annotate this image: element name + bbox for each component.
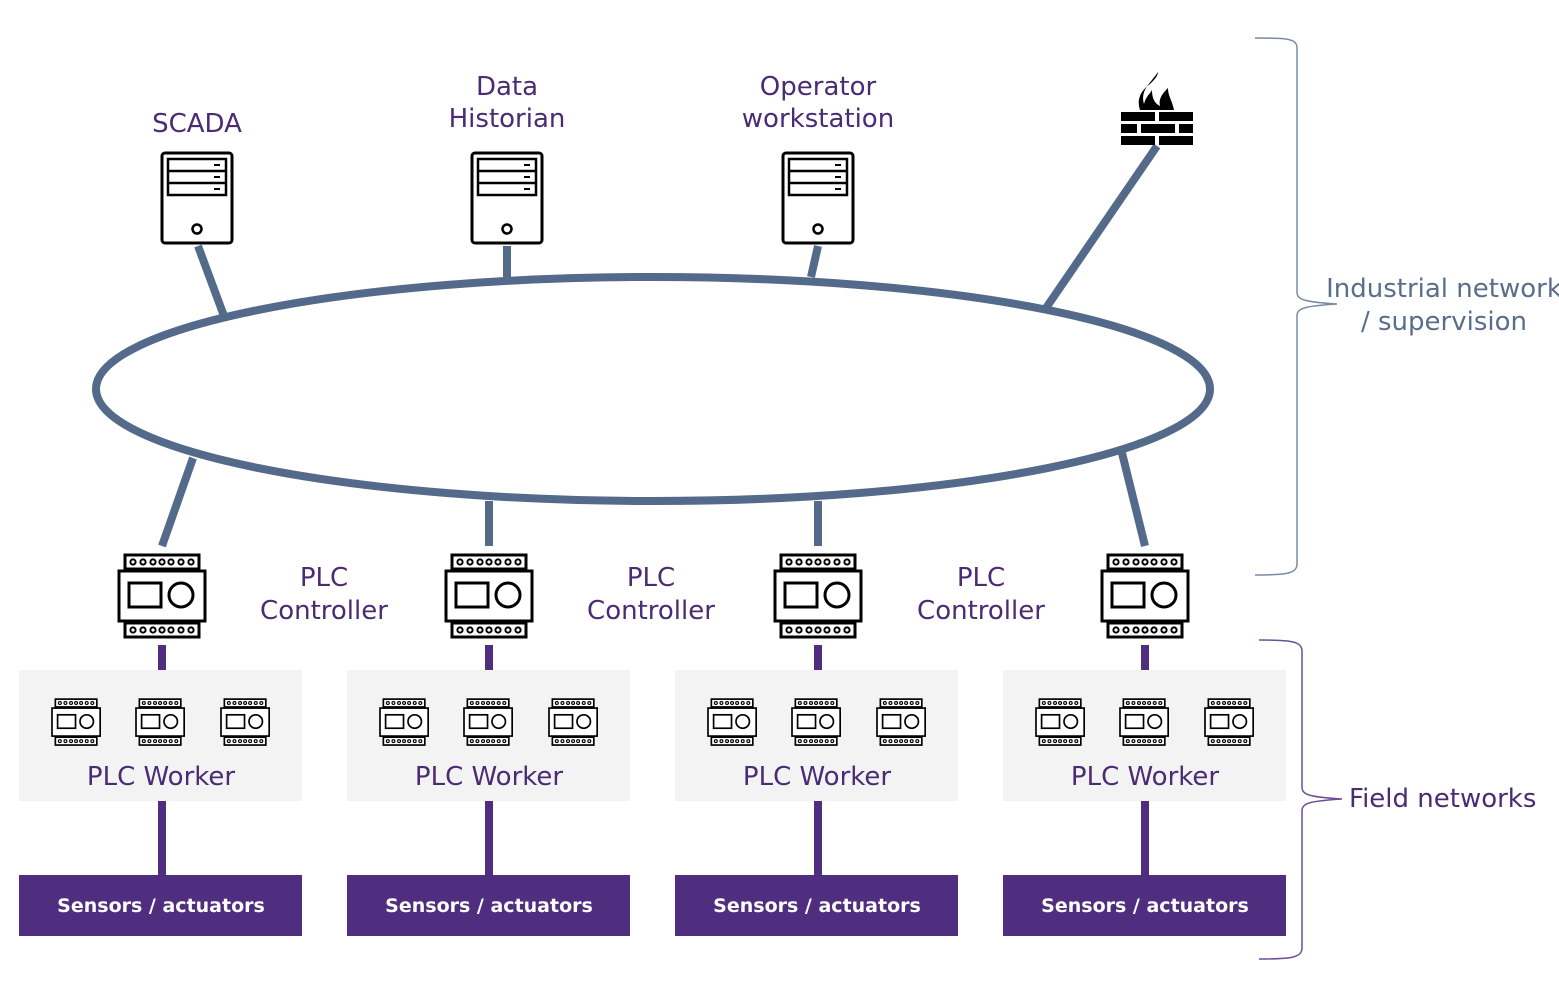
industrial-bracket <box>1254 37 1338 576</box>
plc-worker-icon <box>791 698 841 746</box>
sensors-box <box>347 875 630 936</box>
plc-worker-icon <box>379 698 430 746</box>
network-ring <box>92 273 1214 505</box>
controller-label: PLC Controller <box>587 563 715 626</box>
worker-group-3: PLC Worker Sensors / actuators <box>675 670 958 936</box>
server-scada: SCADA <box>152 109 242 245</box>
firewall-icon <box>1121 72 1193 145</box>
worker-label: PLC Worker <box>87 762 235 792</box>
sensors-label: Sensors / actuators <box>57 895 265 917</box>
operator-link <box>807 245 822 278</box>
field-label: Field networks <box>1349 784 1536 814</box>
controller-label-line: Controller <box>917 596 1045 626</box>
plc-controller-icon <box>444 553 534 639</box>
controller-4-link <box>1118 452 1149 547</box>
controller-label-line: Controller <box>587 596 715 626</box>
worker-label: PLC Worker <box>743 762 891 792</box>
sensors-label: Sensors / actuators <box>385 895 593 917</box>
sensors-box <box>1003 875 1286 936</box>
worker-label: PLC Worker <box>415 762 563 792</box>
server-label-line: workstation <box>742 104 894 134</box>
plc-controller-icon <box>117 553 207 639</box>
firewall-link <box>1042 143 1161 311</box>
server-label-line: Data <box>476 72 538 102</box>
network-connectors <box>158 143 1161 548</box>
worker-group-2: PLC Worker Sensors / actuators <box>347 670 630 936</box>
plc-worker-icon <box>51 698 102 746</box>
controller-label-line: PLC <box>627 563 675 593</box>
worker-group-1: PLC Worker Sensors / actuators <box>19 670 302 936</box>
controller-1-link <box>158 456 197 548</box>
sensors-box <box>675 875 958 936</box>
server-icon <box>781 151 855 245</box>
server-historian: Data Historian <box>449 72 566 245</box>
field-connectors <box>158 645 1149 875</box>
plc-worker-icon <box>876 698 926 746</box>
plc-worker-icon <box>135 698 186 746</box>
plc-controller-icon <box>1100 553 1190 639</box>
sensors-label: Sensors / actuators <box>713 895 921 917</box>
server-icon <box>470 151 544 245</box>
controller-label-line: PLC <box>957 563 1005 593</box>
server-label-line: SCADA <box>152 109 242 139</box>
controller-label-line: PLC <box>300 563 348 593</box>
server-label-line: Operator <box>760 72 877 102</box>
worker-label: PLC Worker <box>1071 762 1219 792</box>
server-operator: Operator workstation <box>742 72 894 245</box>
plc-worker-icon <box>220 698 271 746</box>
worker-group-4: PLC Worker Sensors / actuators <box>1003 670 1286 936</box>
scada-link <box>194 244 228 318</box>
controller-label: PLC Controller <box>260 563 388 626</box>
field-bracket <box>1258 639 1343 960</box>
server-label-line: Historian <box>449 104 566 134</box>
plc-worker-icon <box>707 698 757 746</box>
industrial-label-line: / supervision <box>1361 307 1527 337</box>
plc-controller-icon <box>773 553 863 639</box>
server-icon <box>160 151 234 245</box>
plc-worker-icon <box>548 698 598 746</box>
sensors-label: Sensors / actuators <box>1041 895 1249 917</box>
industrial-label-line: Industrial network <box>1326 274 1559 304</box>
plc-worker-icon <box>1204 698 1255 746</box>
plc-worker-icon <box>463 698 513 746</box>
controller-label: PLC Controller <box>917 563 1045 626</box>
controller-label-line: Controller <box>260 596 388 626</box>
sensors-box <box>19 875 302 936</box>
plc-worker-icon <box>1035 698 1086 746</box>
plc-worker-icon <box>1119 698 1170 746</box>
